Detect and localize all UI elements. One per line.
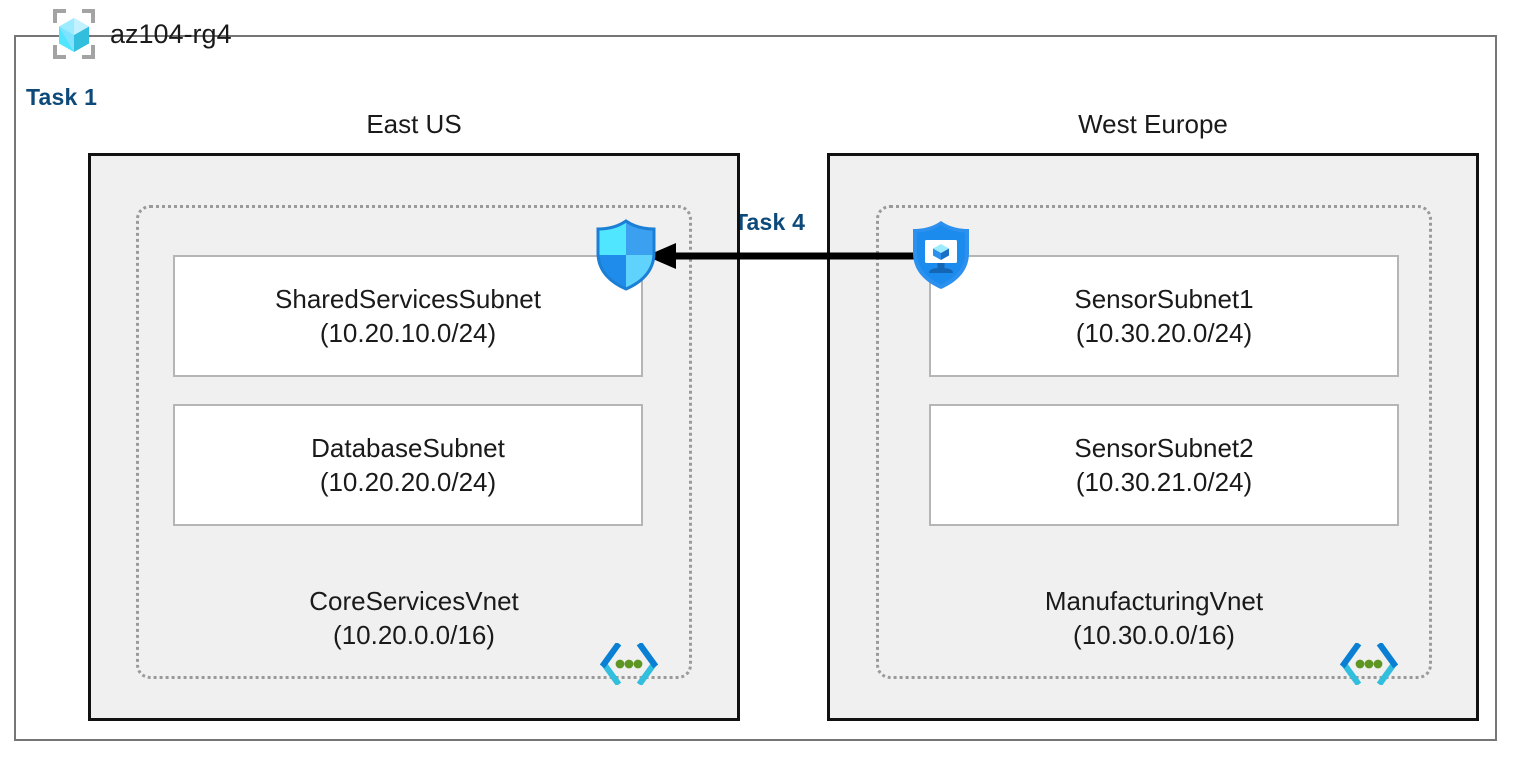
virtual-network-icon [600, 643, 658, 685]
subnet-name: SharedServicesSubnet [275, 283, 541, 314]
peering-arrow [646, 243, 926, 269]
vnet-caption-manufacturingvnet: ManufacturingVnet (10.30.0.0/16) [876, 584, 1432, 653]
subnet-cidr: (10.20.10.0/24) [319, 318, 497, 348]
subnet-name: SensorSubnet1 [1074, 283, 1254, 314]
subnet-sharedservicessubnet: SharedServicesSubnet (10.20.10.0/24) [173, 255, 643, 377]
subnet-cidr: (10.30.21.0/24) [1075, 467, 1253, 497]
resource-group-header: az104-rg4 [50, 6, 232, 62]
vnet-cidr: (10.30.0.0/16) [1073, 620, 1235, 651]
subnet-cidr: (10.30.20.0/24) [1075, 318, 1253, 348]
subnet-sensorsubnet2: SensorSubnet2 (10.30.21.0/24) [929, 404, 1399, 526]
subnet-name: SensorSubnet2 [1074, 432, 1254, 463]
vnet-box-coreservicesvnet [136, 205, 692, 679]
task-4-label: Task 4 [734, 209, 806, 235]
network-security-group-icon [596, 219, 656, 291]
subnet-cidr: (10.20.20.0/24) [319, 467, 497, 497]
resource-group-icon [53, 9, 95, 59]
subnet-sensorsubnet1: SensorSubnet1 (10.30.20.0/24) [929, 255, 1399, 377]
vnet-cidr: (10.20.0.0/16) [333, 620, 495, 651]
vnet-name: CoreServicesVnet [309, 586, 519, 616]
resource-group-frame [14, 35, 1497, 741]
network-watcher-icon [913, 221, 969, 289]
vnet-caption-coreservicesvnet: CoreServicesVnet (10.20.0.0/16) [136, 584, 692, 653]
subnet-databasesubnet: DatabaseSubnet (10.20.20.0/24) [173, 404, 643, 526]
virtual-network-icon [1340, 643, 1398, 685]
region-title-east-us: East US [366, 109, 462, 139]
resource-group-frame-title-gap [42, 62, 332, 82]
resource-group-name: az104-rg4 [110, 18, 232, 49]
subnet-name: DatabaseSubnet [311, 432, 505, 463]
region-title-west-europe: West Europe [1078, 109, 1228, 139]
vnet-box-manufacturingvnet [876, 205, 1432, 679]
vnet-name: ManufacturingVnet [1044, 586, 1264, 616]
task-1-label: Task 1 [26, 84, 98, 110]
